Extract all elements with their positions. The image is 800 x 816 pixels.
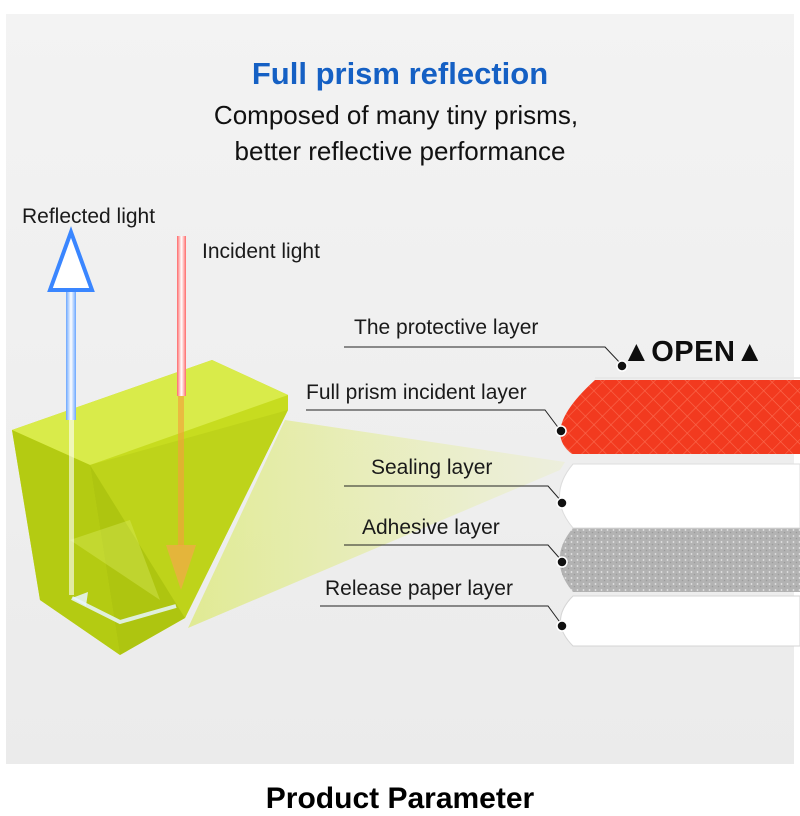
sealing-layer-label: Sealing layer bbox=[371, 456, 492, 480]
incident-light-label: Incident light bbox=[202, 240, 320, 264]
product-parameter-heading: Product Parameter bbox=[0, 782, 800, 816]
sealing-layer bbox=[560, 464, 800, 528]
adhesive-layer-label: Adhesive layer bbox=[362, 516, 500, 540]
reflected-light-label: Reflected light bbox=[22, 205, 155, 229]
subtitle-line-1: Composed of many tiny prisms, bbox=[0, 100, 796, 131]
open-label: ▲OPEN▲ bbox=[622, 336, 765, 369]
layer-stack bbox=[560, 378, 800, 646]
prism-incident-layer bbox=[560, 380, 800, 454]
protective-layer-label: The protective layer bbox=[354, 316, 538, 340]
subtitle-line-2: better reflective performance bbox=[0, 136, 800, 167]
adhesive-layer bbox=[560, 528, 800, 592]
release-paper-layer bbox=[561, 596, 800, 646]
release-paper-layer-label: Release paper layer bbox=[325, 577, 513, 601]
page-title: Full prism reflection bbox=[0, 56, 800, 92]
prism-incident-layer-label: Full prism incident layer bbox=[306, 381, 527, 405]
